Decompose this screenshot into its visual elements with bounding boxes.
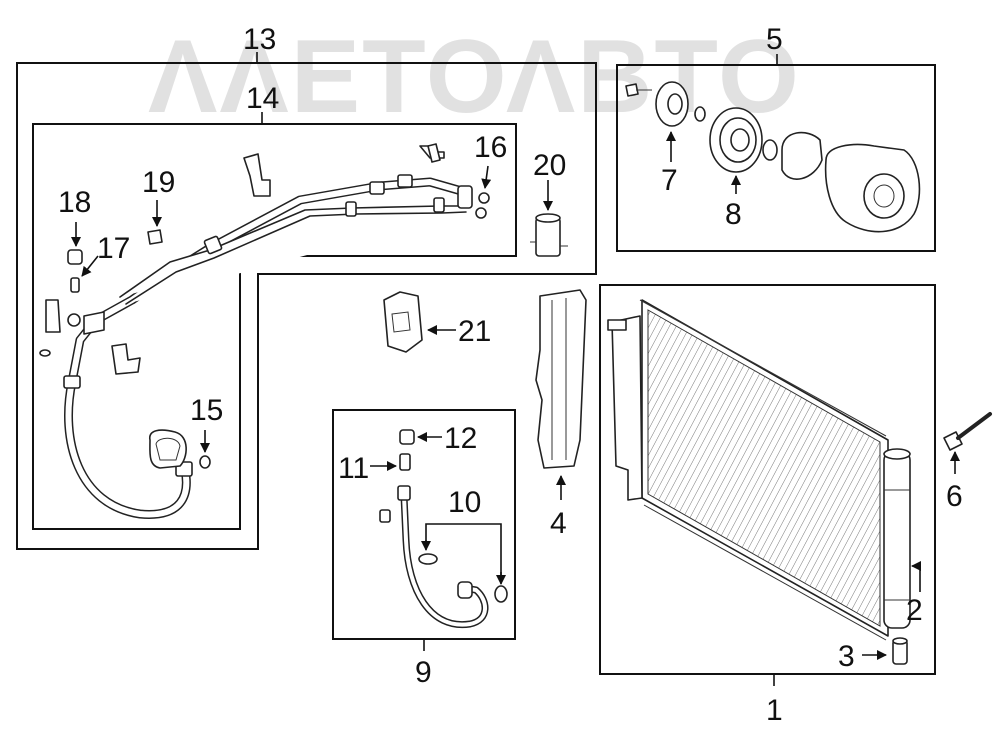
watermark: ΛΛΕΤΟΛΒΤΟ (148, 19, 801, 135)
air-guard-4 (535, 289, 587, 469)
callout-17: 17 (97, 232, 130, 265)
callout-5: 5 (766, 23, 783, 56)
callout-11: 11 (338, 452, 369, 485)
arrow-2 (911, 561, 921, 592)
condenser-box (599, 284, 936, 675)
o-ring-15 (199, 455, 211, 469)
o-ring-16b (475, 207, 487, 219)
callout-9: 9 (415, 656, 432, 689)
hose-assembly-box (16, 62, 597, 550)
bolt-hose (427, 143, 441, 163)
callout-19: 19 (142, 166, 175, 199)
callout-18: 18 (58, 186, 91, 219)
receiver-dryer-2 (883, 448, 911, 629)
liquid-tube (379, 485, 489, 629)
callout-13: 13 (243, 23, 276, 56)
callout-15: 15 (190, 394, 223, 427)
callout-8: 8 (725, 198, 742, 231)
cap-12 (399, 429, 415, 445)
callout-16: 16 (474, 131, 507, 164)
callout-7: 7 (661, 164, 678, 197)
o-ring-10b (494, 585, 508, 603)
callout-21: 21 (458, 315, 491, 348)
callout-14: 14 (246, 82, 279, 115)
arrow-17 (81, 255, 99, 277)
mount-block-21 (383, 291, 423, 353)
o-ring-16a (478, 192, 490, 204)
callout-2: 2 (906, 594, 923, 627)
callout-20: 20 (533, 149, 566, 182)
callout-1: 1 (766, 694, 783, 727)
compressor-clutch-parts (625, 81, 921, 233)
cap-18 (67, 249, 83, 265)
dryer-plug-3 (892, 637, 908, 665)
leader-10 (425, 523, 502, 580)
callout-12: 12 (444, 422, 477, 455)
arrow-16 (481, 165, 492, 189)
callout-4: 4 (550, 507, 567, 540)
o-ring-10a (418, 553, 438, 565)
callout-3: 3 (838, 640, 855, 673)
callout-10: 10 (448, 486, 481, 519)
bolt-19 (147, 229, 163, 245)
suction-discharge-hoses (39, 145, 473, 519)
valve-core-11 (399, 453, 411, 471)
valve-core-17 (70, 277, 80, 293)
pressure-switch-20 (530, 213, 568, 257)
callout-6: 6 (946, 480, 963, 513)
bolt-6 (943, 412, 992, 451)
compressor-box (616, 64, 936, 252)
condenser-core (607, 299, 889, 641)
